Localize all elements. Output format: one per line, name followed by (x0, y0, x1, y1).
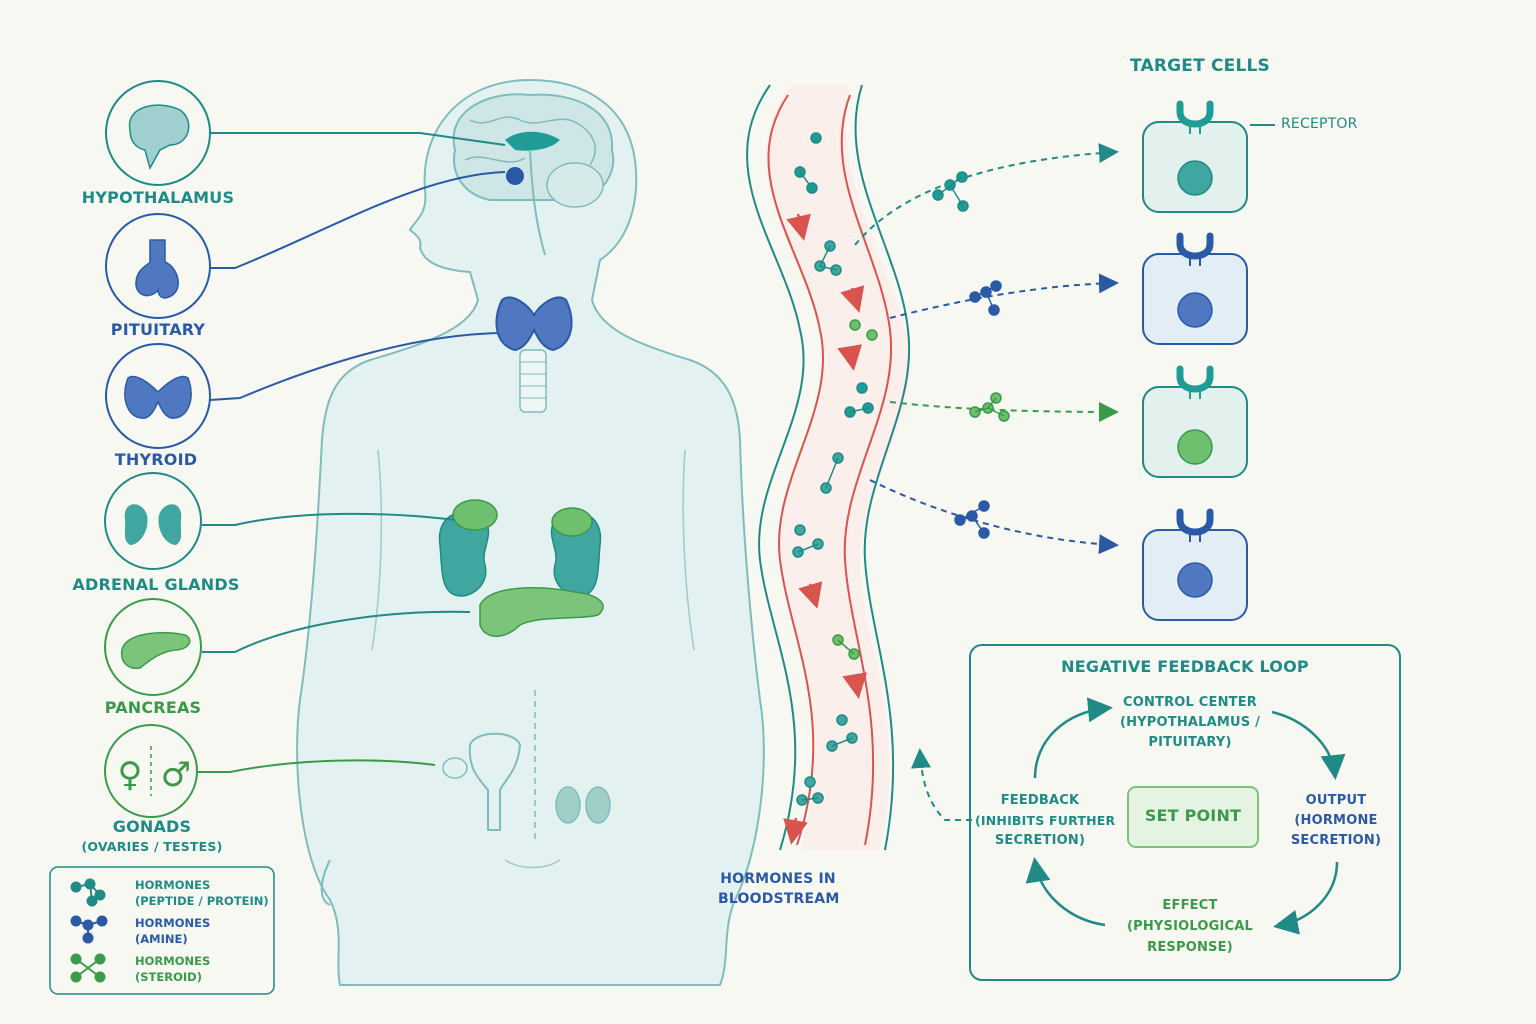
control-center-line3: PITUITARY) (1148, 735, 1232, 750)
feedback-line2: (INHIBITS FURTHER (975, 813, 1116, 828)
travelling-molecules (932, 171, 1010, 539)
effect-line3: RESPONSE) (1147, 940, 1233, 955)
label-pituitary: PITUITARY (110, 320, 206, 339)
leader-lines (198, 132, 506, 773)
blood-flow-arrows (783, 213, 868, 845)
blood-vessel (746, 84, 911, 851)
label-adrenal-glands: ADRENAL GLANDS (72, 575, 240, 594)
set-point-label: SET POINT (1144, 806, 1242, 825)
legend-steroid-icon (70, 953, 106, 983)
output-line3: SECRETION) (1290, 833, 1382, 848)
legend-amine-icon (70, 915, 108, 944)
male-symbol: ♂ (161, 755, 191, 795)
target-cell-2 (1142, 232, 1248, 345)
output-line1: OUTPUT (1305, 793, 1367, 808)
legend-peptide-icon (70, 878, 106, 907)
legend-peptide-line2: (PEPTIDE / PROTEIN) (135, 894, 269, 908)
control-center-line1: CONTROL CENTER (1122, 695, 1258, 710)
legend-amine-line1: HORMONES (135, 916, 211, 930)
feedback-loop-title: NEGATIVE FEEDBACK LOOP (1061, 657, 1309, 676)
female-symbol: ♀ (118, 755, 143, 795)
target-cell-3 (1142, 365, 1248, 478)
label-gonads: GONADS (112, 817, 192, 836)
label-thyroid: THYROID (114, 450, 198, 469)
feedback-return-arrow (910, 748, 972, 821)
target-cell-1 (1142, 100, 1248, 213)
feedback-cycle-arrows (1025, 697, 1346, 935)
legend-box (49, 866, 275, 995)
effect-line1: EFFECT (1162, 898, 1218, 913)
control-center-line2: (HYPOTHALAMUS / (1119, 715, 1261, 730)
legend-peptide-line1: HORMONES (135, 878, 211, 892)
effect-line2: (PHYSIOLOGICAL (1126, 919, 1254, 934)
bloodstream-label-line2: BLOODSTREAM (718, 891, 840, 907)
kidneys-illustration (438, 499, 602, 597)
legend-amine-line2: (AMINE) (135, 932, 188, 946)
legend-steroid-line2: (STEROID) (135, 970, 202, 984)
set-point-box (1127, 786, 1259, 848)
bloodstream-label-line1: HORMONES IN (720, 871, 836, 887)
receptor-label: RECEPTOR (1281, 116, 1358, 132)
label-hypothalamus: HYPOTHALAMUS (81, 188, 235, 207)
bloodstream-molecules (792, 132, 878, 806)
legend-steroid-line1: HORMONES (135, 954, 211, 968)
hormone-paths (854, 143, 1119, 555)
output-line2: (HORMONE (1294, 813, 1378, 828)
target-cells-title: TARGET CELLS (1129, 56, 1270, 76)
feedback-line3: SECRETION) (994, 833, 1086, 848)
label-pancreas: PANCREAS (104, 698, 202, 717)
adrenal-icon (104, 472, 202, 570)
thyroid-illustration (495, 296, 573, 413)
feedback-line1: FEEDBACK (1000, 793, 1080, 808)
reproductive-illustration (442, 690, 611, 840)
target-cell-4 (1142, 508, 1248, 621)
label-gonads-sub: (OVARIES / TESTES) (81, 839, 223, 854)
pancreas-illustration (479, 587, 604, 637)
body-silhouette (296, 78, 765, 986)
